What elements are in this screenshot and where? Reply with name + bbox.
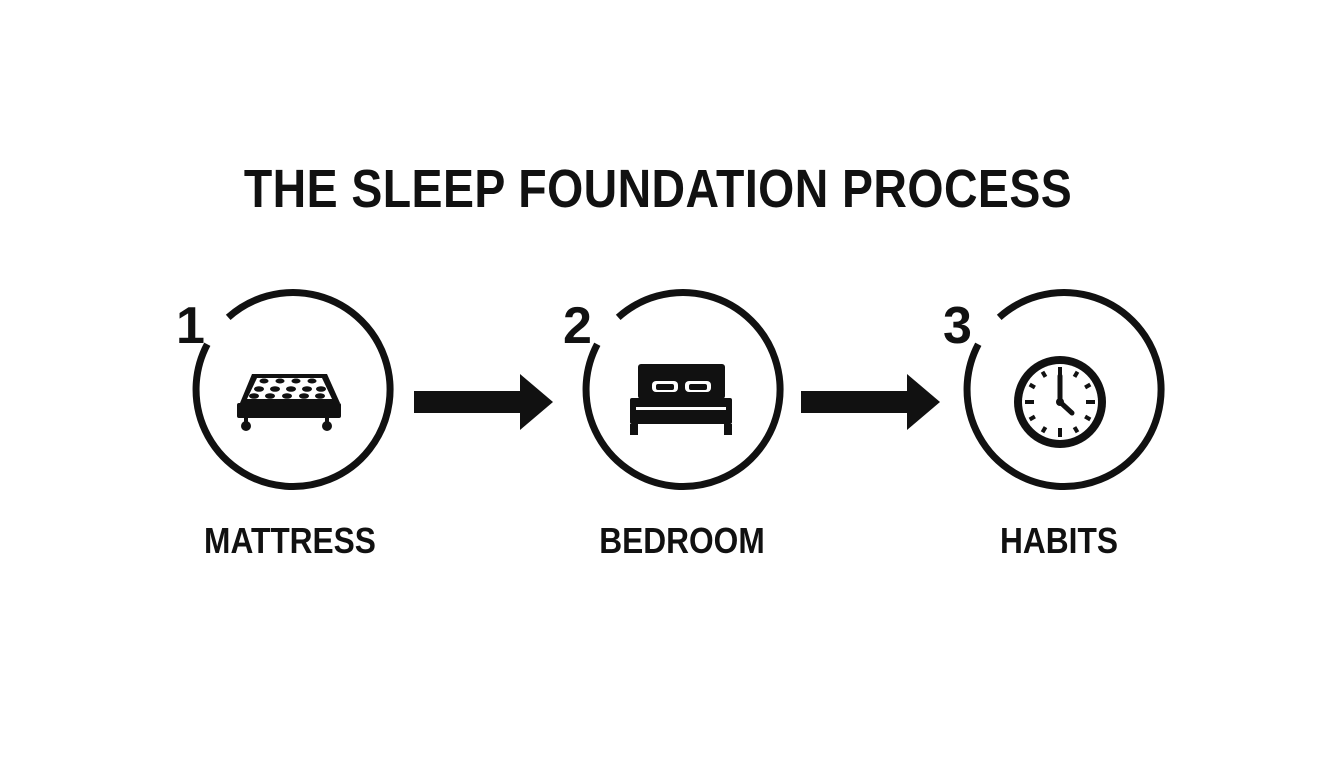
mattress-icon — [237, 374, 341, 431]
step-3-label: HABITS — [1000, 520, 1118, 561]
diagram-title: THE SLEEP FOUNDATION PROCESS — [243, 159, 1073, 219]
step-1-ring — [192, 289, 394, 490]
step-2-ring — [582, 289, 784, 490]
arrow-right-icon — [414, 374, 553, 430]
step-1-label: MATTRESS — [204, 520, 376, 561]
arrow-right-icon — [801, 374, 940, 430]
clock-icon — [1014, 356, 1106, 448]
step-2-label: BEDROOM — [599, 520, 765, 561]
bed-icon — [630, 364, 732, 435]
step-3-ring — [963, 289, 1165, 490]
step-3-number: 3 — [943, 297, 972, 355]
step-1-number: 1 — [176, 297, 205, 355]
step-2-number: 2 — [563, 297, 592, 355]
